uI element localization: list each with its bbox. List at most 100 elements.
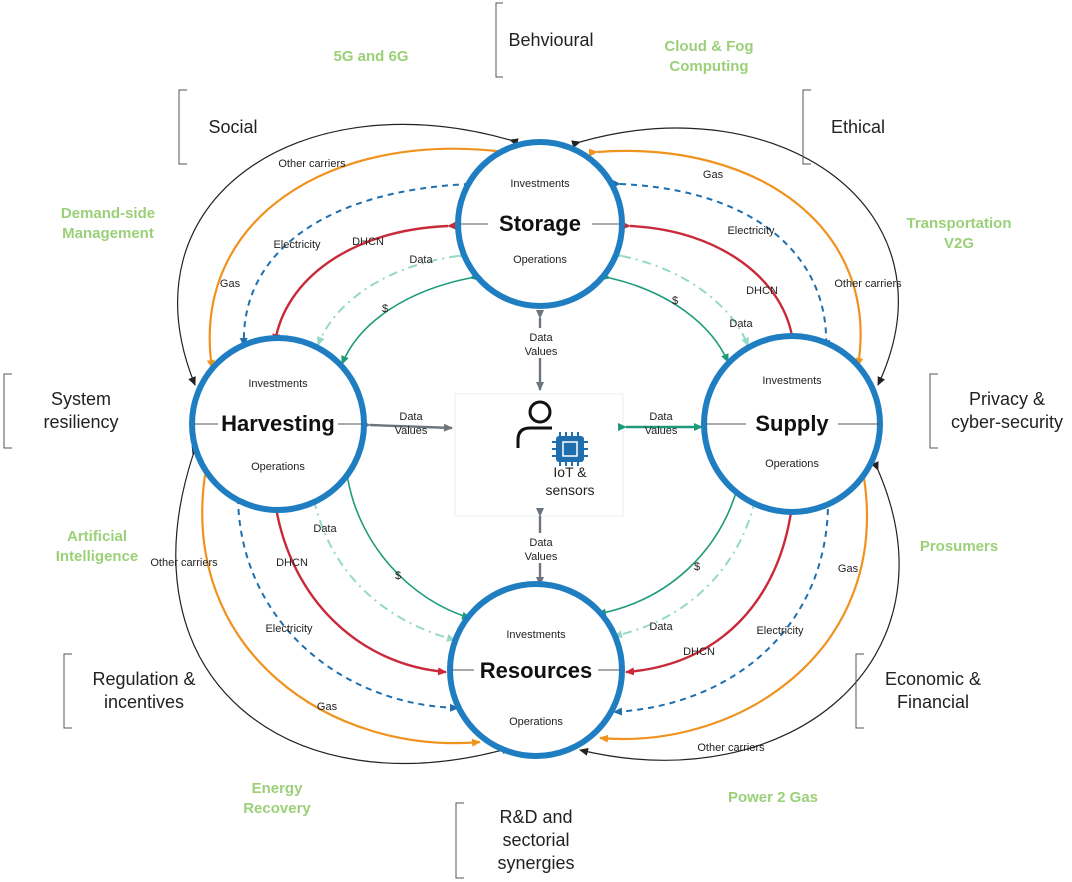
label-money-tr: $ — [672, 295, 678, 307]
label-other-carriers-bl: Other carriers — [150, 557, 218, 569]
label-electricity-br: Electricity — [756, 625, 804, 637]
dim-social: Social — [208, 117, 257, 137]
label-dhcn-br: DHCN — [683, 646, 715, 658]
tech-power2gas: Power 2 Gas — [728, 789, 818, 806]
flow-data-harvesting-resources — [308, 491, 456, 642]
flow-electricity-harvesting-resources — [233, 489, 459, 712]
data-values-top-l1: Data — [529, 332, 553, 344]
dim-privacy-line2: cyber-security — [951, 412, 1063, 432]
bracket-rd — [455, 802, 464, 879]
center-label-line2: sensors — [545, 482, 594, 498]
supply-title: Supply — [755, 411, 829, 436]
label-electricity-tl: Electricity — [273, 239, 321, 251]
center-label-line1: IoT & — [553, 464, 587, 480]
data-values-right-l2: Values — [645, 425, 678, 437]
label-data-bl: Data — [313, 523, 337, 535]
storage-title: Storage — [499, 211, 581, 236]
harvesting-operations: Operations — [251, 461, 305, 473]
flow-money-storage-supply — [601, 272, 729, 363]
tech-cloud-line1: Cloud & Fog — [664, 38, 753, 55]
money-flows — [341, 272, 745, 620]
dim-behavioural: Behvioural — [508, 30, 593, 50]
flow-data-storage-harvesting — [317, 250, 467, 346]
flow-gas-storage-harvesting — [206, 147, 514, 369]
dim-economic-line1: Economic & — [885, 669, 981, 689]
dim-privacy-line1: Privacy & — [969, 389, 1045, 409]
label-dhcn-bl: DHCN — [276, 557, 308, 569]
dim-rd-line3: synergies — [497, 853, 574, 873]
label-gas-bl: Gas — [317, 701, 338, 713]
label-gas-br: Gas — [838, 563, 859, 575]
tech-dsm-line1: Demand-side — [61, 205, 155, 222]
flow-data-supply-resources — [613, 491, 761, 639]
dim-ethical: Ethical — [831, 117, 885, 137]
label-gas-tr: Gas — [703, 169, 724, 181]
tech-recovery-line2: Recovery — [243, 800, 311, 817]
tech-cloud-line2: Computing — [669, 58, 748, 75]
data-values-bottom-l2: Values — [525, 551, 558, 563]
label-data-br: Data — [649, 621, 673, 633]
tech-transport-line1: Transportation — [906, 215, 1011, 232]
harvesting-title: Harvesting — [221, 411, 335, 436]
flow-electricity-supply-resources — [613, 489, 832, 716]
bracket-ethical — [802, 89, 811, 165]
tech-dsm-line2: Management — [62, 225, 154, 242]
resources-title: Resources — [480, 658, 593, 683]
bracket-privacy — [929, 373, 938, 449]
bracket-behavioural — [495, 2, 503, 78]
data-values-left-l1: Data — [399, 411, 423, 423]
flow-money-supply-resources — [597, 477, 745, 617]
person-icon — [516, 400, 552, 448]
label-other-carriers-tr: Other carriers — [834, 278, 902, 290]
label-gas-tl: Gas — [220, 278, 241, 290]
data-values-left-l2: Values — [395, 425, 428, 437]
data-values-bottom-l1: Data — [529, 537, 553, 549]
center-box — [454, 393, 624, 517]
node-supply: Investments Supply Operations — [701, 333, 883, 515]
label-data-tr: Data — [729, 318, 753, 330]
resources-operations: Operations — [509, 716, 563, 728]
node-resources: Investments Resources Operations — [447, 581, 625, 759]
chip-icon — [552, 432, 588, 466]
dim-resiliency-line1: System — [51, 389, 111, 409]
data-values-right-l1: Data — [649, 411, 673, 423]
bracket-resiliency — [3, 373, 12, 449]
dim-resiliency-line2: resiliency — [43, 412, 118, 432]
dim-economic-line2: Financial — [897, 692, 969, 712]
tech-prosumers: Prosumers — [920, 538, 998, 555]
resources-investments: Investments — [506, 629, 566, 641]
flow-dhcn-storage-supply — [621, 221, 796, 343]
data-values-top-l2: Values — [525, 346, 558, 358]
supply-investments: Investments — [762, 375, 822, 387]
arrow-harvesting-center — [361, 420, 453, 432]
flow-gas-supply-resources — [599, 469, 869, 743]
bracket-social — [178, 89, 187, 165]
node-harvesting: Investments Harvesting Operations — [189, 335, 367, 513]
bracket-economic — [855, 653, 864, 729]
storage-investments: Investments — [510, 178, 570, 190]
label-electricity-tr: Electricity — [727, 225, 775, 237]
tech-5g-6g: 5G and 6G — [333, 48, 408, 65]
label-other-carriers-tl: Other carriers — [278, 158, 346, 170]
label-electricity-bl: Electricity — [265, 623, 313, 635]
dim-regulation-line1: Regulation & — [92, 669, 195, 689]
node-storage: Investments Storage Operations — [455, 139, 625, 309]
label-money-tl: $ — [382, 303, 388, 315]
tech-ai-line1: Artificial — [67, 528, 127, 545]
flow-other-carriers-supply-resources — [579, 461, 900, 761]
dim-regulation-line2: incentives — [104, 692, 184, 712]
dim-rd-line1: R&D and — [499, 807, 572, 827]
dimension-labels — [3, 2, 938, 879]
harvesting-investments: Investments — [248, 378, 308, 390]
tech-ai-line2: Intelligence — [56, 548, 139, 565]
flow-money-storage-harvesting — [341, 272, 479, 365]
label-money-br: $ — [694, 561, 700, 573]
flow-money-harvesting-resources — [342, 471, 471, 620]
label-other-carriers-br: Other carriers — [697, 742, 765, 754]
technology-labels: 5G and 6G Cloud & Fog Computing Demand-s… — [56, 38, 1012, 817]
supply-operations: Operations — [765, 458, 819, 470]
bracket-regulation — [63, 653, 72, 729]
data-values-labels: Data Values Data Values Data Values Data… — [395, 328, 678, 563]
dimension-texts: Behvioural Social Ethical System resilie… — [43, 30, 1063, 873]
